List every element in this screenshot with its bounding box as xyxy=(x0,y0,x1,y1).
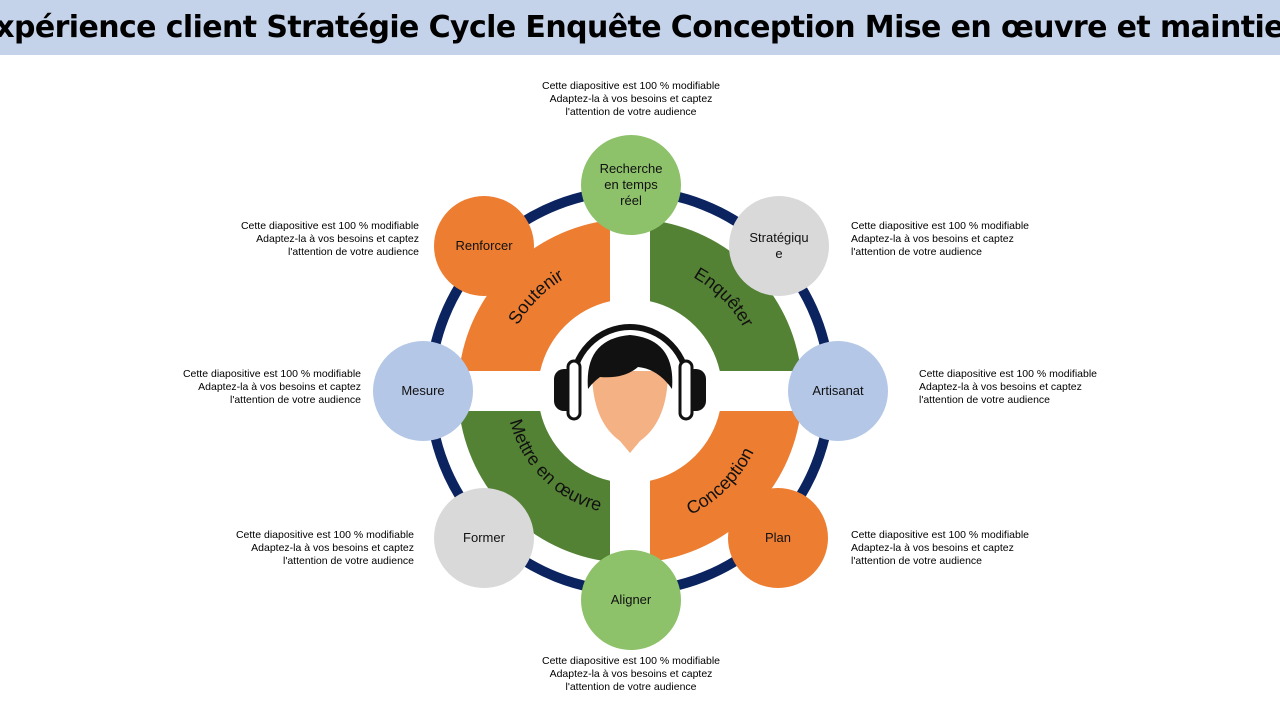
node-label: en temps xyxy=(604,177,658,192)
node-circle xyxy=(728,488,828,588)
note-line: Cette diapositive est 100 % modifiable xyxy=(240,220,419,232)
headset-person-icon xyxy=(554,324,706,453)
note-line: l'attention de votre audience xyxy=(565,106,697,118)
note-line: Adaptez-la à vos besoins et captez xyxy=(851,542,1014,554)
note-line: Adaptez-la à vos besoins et captez xyxy=(256,233,419,245)
note-line: l'attention de votre audience xyxy=(851,246,983,258)
note-line: Cette diapositive est 100 % modifiable xyxy=(541,655,721,667)
note-line: Adaptez-la à vos besoins et captez xyxy=(549,668,713,680)
quadrant-mettre-en-oeuvre xyxy=(459,411,610,562)
node-label: e xyxy=(775,246,782,261)
note-line: l'attention de votre audience xyxy=(851,555,983,567)
quadrant-soutenir xyxy=(459,220,610,371)
cycle-node-plan: Plan xyxy=(728,488,828,588)
cycle-node-mesure: Mesure xyxy=(373,341,473,441)
note-line: l'attention de votre audience xyxy=(565,681,697,693)
note-line: Adaptez-la à vos besoins et captez xyxy=(919,381,1082,393)
node-circle xyxy=(434,488,534,588)
note-line: Cette diapositive est 100 % modifiable xyxy=(919,368,1098,380)
node-circle xyxy=(373,341,473,441)
node-label: Recherche xyxy=(600,161,663,176)
note-line: Cette diapositive est 100 % modifiable xyxy=(541,80,721,92)
note-line: l'attention de votre audience xyxy=(229,394,361,406)
cycle-node-former: Former xyxy=(434,488,534,588)
note-line: Cette diapositive est 100 % modifiable xyxy=(235,529,414,541)
note-line: Cette diapositive est 100 % modifiable xyxy=(851,529,1030,541)
page-title: Expérience client Stratégie Cycle Enquêt… xyxy=(0,10,1280,45)
node-circle xyxy=(729,196,829,296)
node-label: Renforcer xyxy=(455,238,513,253)
note-line: l'attention de votre audience xyxy=(282,555,414,567)
note-line: Adaptez-la à vos besoins et captez xyxy=(549,93,713,105)
quadrant-conception xyxy=(650,411,801,562)
node-label: Mesure xyxy=(401,383,444,398)
cycle-node-renforcer: Renforcer xyxy=(434,196,534,296)
quadrant-enqueter xyxy=(650,220,801,371)
cycle-node-aligner: Aligner xyxy=(581,550,681,650)
node-label: Former xyxy=(463,530,506,545)
note-line: Adaptez-la à vos besoins et captez xyxy=(251,542,414,554)
note-line: Adaptez-la à vos besoins et captez xyxy=(851,233,1014,245)
note-line: Cette diapositive est 100 % modifiable xyxy=(182,368,361,380)
node-label: Plan xyxy=(765,530,791,545)
node-label: Stratégiqu xyxy=(749,230,808,245)
note-line: Cette diapositive est 100 % modifiable xyxy=(851,220,1030,232)
title-bar: Expérience client Stratégie Cycle Enquêt… xyxy=(0,0,1280,55)
note-line: l'attention de votre audience xyxy=(919,394,1051,406)
node-label: Aligner xyxy=(611,592,652,607)
node-circle xyxy=(434,196,534,296)
node-circle xyxy=(581,550,681,650)
node-label: réel xyxy=(620,193,642,208)
node-label: Artisanat xyxy=(812,383,864,398)
node-circle xyxy=(788,341,888,441)
note-line: Adaptez-la à vos besoins et captez xyxy=(198,381,361,393)
node-circle xyxy=(581,135,681,235)
note-line: l'attention de votre audience xyxy=(287,246,419,258)
cycle-node-artisanat: Artisanat xyxy=(788,341,888,441)
